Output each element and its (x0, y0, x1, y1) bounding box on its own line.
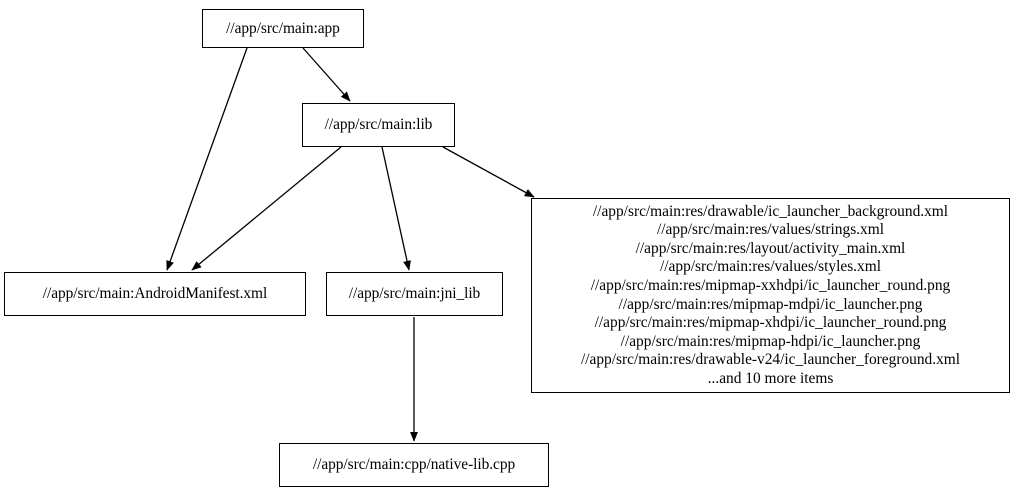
node-resources-group-label: //app/src/main:res/drawable/ic_launcher_… (575, 203, 966, 389)
node-resources-group[interactable]: //app/src/main:res/drawable/ic_launcher_… (531, 198, 1010, 393)
node-native-lib-cpp[interactable]: //app/src/main:cpp/native-lib.cpp (279, 443, 549, 487)
graph-edge-lib-to-manifest (191, 146, 342, 271)
node-resources-group-line: //app/src/main:res/drawable/ic_launcher_… (592, 202, 949, 220)
node-resources-group-line: //app/src/main:res/layout/activity_main.… (635, 239, 906, 257)
graph-edge-app-to-manifest (166, 47, 248, 271)
node-resources-group-line: //app/src/main:res/mipmap-xhdpi/ic_launc… (594, 314, 947, 332)
node-resources-group-line: //app/src/main:res/mipmap-hdpi/ic_launch… (620, 332, 921, 350)
node-resources-group-line: //app/src/main:res/drawable-v24/ic_launc… (580, 351, 961, 369)
graph-edge-lib-to-jni-lib (381, 146, 411, 271)
node-android-manifest-label: //app/src/main:AndroidManifest.xml (42, 285, 268, 303)
node-resources-group-line: //app/src/main:res/mipmap-mdpi/ic_launch… (618, 295, 923, 313)
node-resources-group-line: //app/src/main:res/mipmap-xxhdpi/ic_laun… (590, 276, 951, 294)
node-resources-group-line: ...and 10 more items (707, 369, 834, 387)
node-native-lib-cpp-label: //app/src/main:cpp/native-lib.cpp (312, 456, 516, 474)
node-lib-label: //app/src/main:lib (324, 116, 433, 134)
node-lib[interactable]: //app/src/main:lib (302, 103, 455, 147)
node-jni-lib-label: //app/src/main:jni_lib (348, 285, 481, 303)
node-resources-group-line: //app/src/main:res/values/styles.xml (659, 258, 881, 276)
graph-edge-lib-to-resources (442, 146, 535, 198)
node-jni-lib[interactable]: //app/src/main:jni_lib (326, 272, 503, 316)
node-app[interactable]: //app/src/main:app (202, 9, 364, 48)
node-app-label: //app/src/main:app (226, 19, 340, 37)
node-resources-group-line: //app/src/main:res/values/strings.xml (657, 221, 884, 239)
graph-edge-app-to-lib (302, 47, 351, 102)
node-android-manifest[interactable]: //app/src/main:AndroidManifest.xml (4, 272, 306, 316)
